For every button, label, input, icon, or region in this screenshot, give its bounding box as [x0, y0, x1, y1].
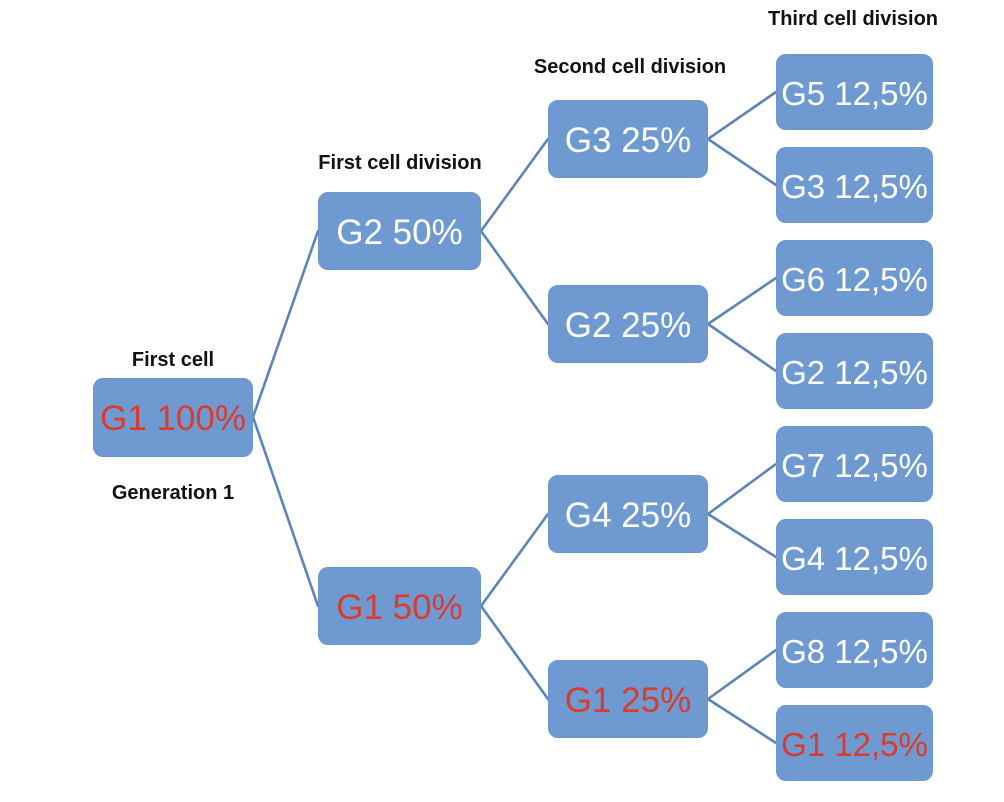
node-g1-125-label: G1 12,5% — [781, 725, 928, 763]
node-g1-100: G1 100% — [93, 378, 253, 457]
connector-line — [251, 415, 320, 608]
connector-line — [706, 697, 778, 745]
connector-line — [706, 137, 778, 187]
node-g2-125: G2 12,5% — [776, 333, 933, 409]
node-g1-50: G1 50% — [318, 567, 481, 645]
node-g4-125-label: G4 12,5% — [781, 539, 928, 577]
node-g4-25: G4 25% — [548, 475, 708, 553]
node-g6-125-label: G6 12,5% — [781, 260, 928, 298]
node-g7-125-label: G7 12,5% — [781, 446, 928, 484]
node-g2-50: G2 50% — [318, 192, 481, 270]
connector-line — [706, 90, 778, 141]
node-g1-100-label: G1 100% — [100, 399, 246, 438]
node-g1-25: G1 25% — [548, 660, 708, 738]
node-g5-125-label: G5 12,5% — [781, 74, 928, 112]
node-g2-50-label: G2 50% — [336, 212, 463, 252]
node-g3-25: G3 25% — [548, 100, 708, 178]
label-third-cell-division: Third cell division — [767, 8, 939, 30]
node-g3-125-label: G3 12,5% — [781, 167, 928, 205]
node-g7-125: G7 12,5% — [776, 426, 933, 502]
node-g2-125-label: G2 12,5% — [781, 353, 928, 391]
node-g3-125: G3 12,5% — [776, 147, 933, 223]
node-g4-25-label: G4 25% — [564, 495, 692, 535]
label-second-cell-division: Second cell division — [533, 56, 727, 78]
node-g8-125: G8 12,5% — [776, 612, 933, 688]
connector-line — [706, 462, 778, 516]
connector-line — [706, 276, 778, 326]
label-first-cell-division: First cell division — [318, 152, 482, 174]
label-generation-1: Generation 1 — [111, 482, 235, 504]
connector-line — [479, 604, 550, 701]
node-g2-25: G2 25% — [548, 285, 708, 363]
connector-line — [251, 229, 320, 419]
label-first-cell: First cell — [131, 349, 215, 371]
node-g4-125: G4 12,5% — [776, 519, 933, 595]
connector-line — [706, 322, 778, 373]
connector-line — [479, 512, 550, 608]
node-g5-125: G5 12,5% — [776, 54, 933, 130]
connector-line — [479, 229, 550, 326]
node-g1-25-label: G1 25% — [564, 680, 692, 720]
connector-line — [706, 648, 778, 701]
node-g6-125: G6 12,5% — [776, 240, 933, 316]
node-g8-125-label: G8 12,5% — [781, 632, 928, 670]
node-g2-25-label: G2 25% — [564, 305, 692, 345]
node-g1-125: G1 12,5% — [776, 705, 933, 781]
node-g1-50-label: G1 50% — [336, 587, 463, 627]
node-g3-25-label: G3 25% — [564, 120, 692, 160]
connector-line — [706, 512, 778, 559]
